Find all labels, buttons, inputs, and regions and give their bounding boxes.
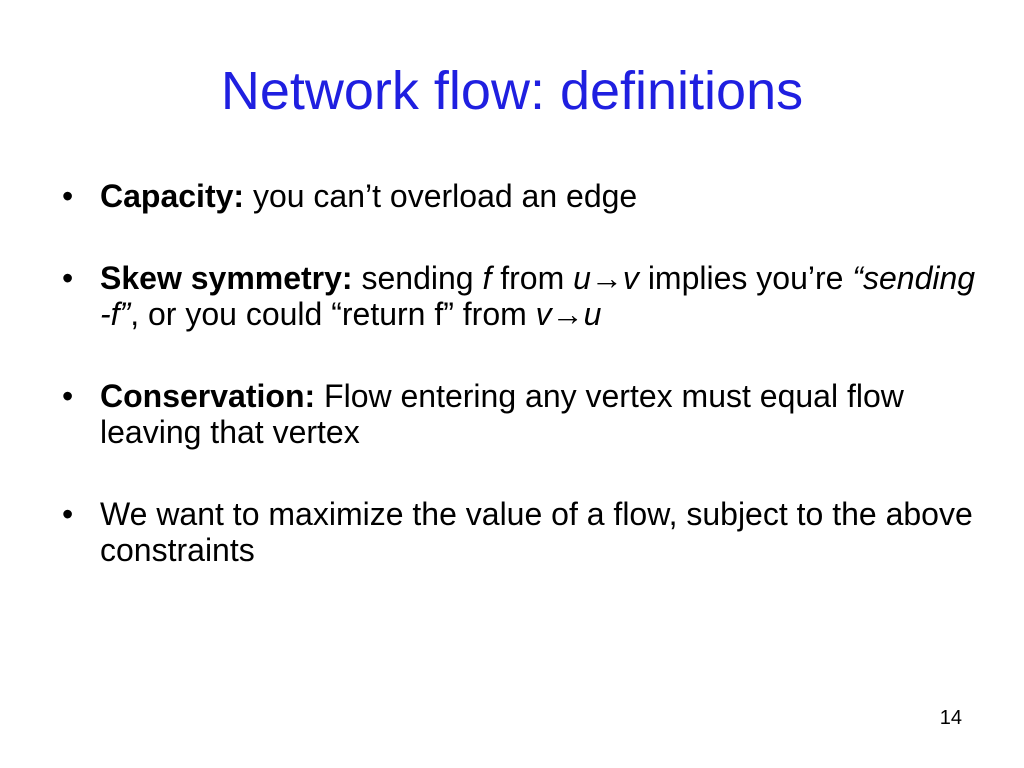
bullet-text: you can’t overload an edge [244,178,638,214]
bullet-text: implies you’re [638,260,853,296]
quoted-sending-f: “sending -f” [100,260,976,332]
page-number: 14 [939,707,962,729]
bullet-text: Flow entering any vertex must equal flow… [100,378,904,450]
bullet-text: sending [352,260,483,296]
bullet-term: Capacity: [100,178,245,214]
right-arrow-icon: → [590,260,623,296]
bullet-conservation: • Conservation: Flow entering any vertex… [60,378,980,450]
bullet-marker: • [62,378,74,414]
bullet-term: Conservation: [100,378,316,414]
var-u: u [573,260,591,296]
bullet-capacity: • Capacity: you can’t overload an edge [60,178,980,214]
right-arrow-icon: → [551,296,584,332]
bullet-text: from [491,260,574,296]
var-v: v [622,260,639,296]
bullet-marker: • [62,260,74,296]
slide-title: Network flow: definitions [220,61,804,121]
bullet-skew-symmetry: • Skew symmetry: sending f from u→v impl… [60,260,980,332]
var-u: u [583,296,602,332]
bullet-text: We want to maximize the value of a flow,… [100,496,973,568]
bullet-term: Skew symmetry: [100,260,353,296]
bullet-marker: • [62,496,74,532]
var-v: v [535,296,552,332]
bullet-list: • Capacity: you can’t overload an edge •… [60,178,980,568]
bullet-marker: • [62,178,74,214]
bullet-maximize: • We want to maximize the value of a flo… [60,496,980,568]
var-f: f [482,260,492,296]
bullet-text: , or you could “return f” from [130,296,536,332]
